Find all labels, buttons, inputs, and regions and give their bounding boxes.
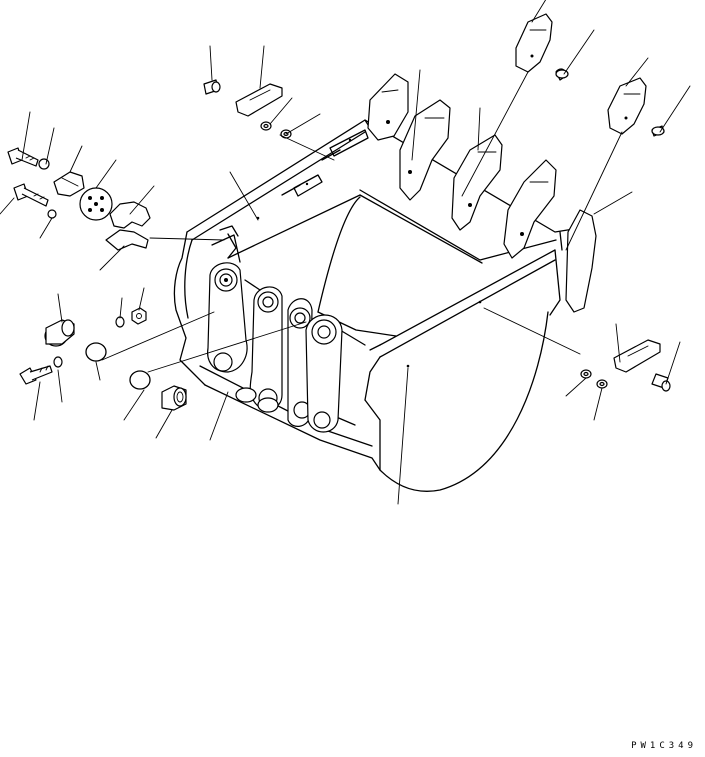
bushing xyxy=(44,319,75,347)
side-cutter-bolt xyxy=(203,79,671,392)
tooth-pin xyxy=(555,68,665,137)
nut xyxy=(131,307,147,325)
side-cutter xyxy=(235,83,661,373)
washer xyxy=(38,121,608,389)
drawing-code-label: PW1C349 xyxy=(631,741,697,751)
shim-plate xyxy=(281,129,369,197)
bucket-tooth xyxy=(515,13,647,135)
wear-plate xyxy=(53,171,151,251)
bolt xyxy=(7,147,53,385)
lift-link xyxy=(207,262,343,433)
boss-collar xyxy=(161,385,187,411)
tooth-adapter xyxy=(367,73,597,313)
leader-lines xyxy=(0,0,691,505)
snap-ring xyxy=(85,342,151,390)
